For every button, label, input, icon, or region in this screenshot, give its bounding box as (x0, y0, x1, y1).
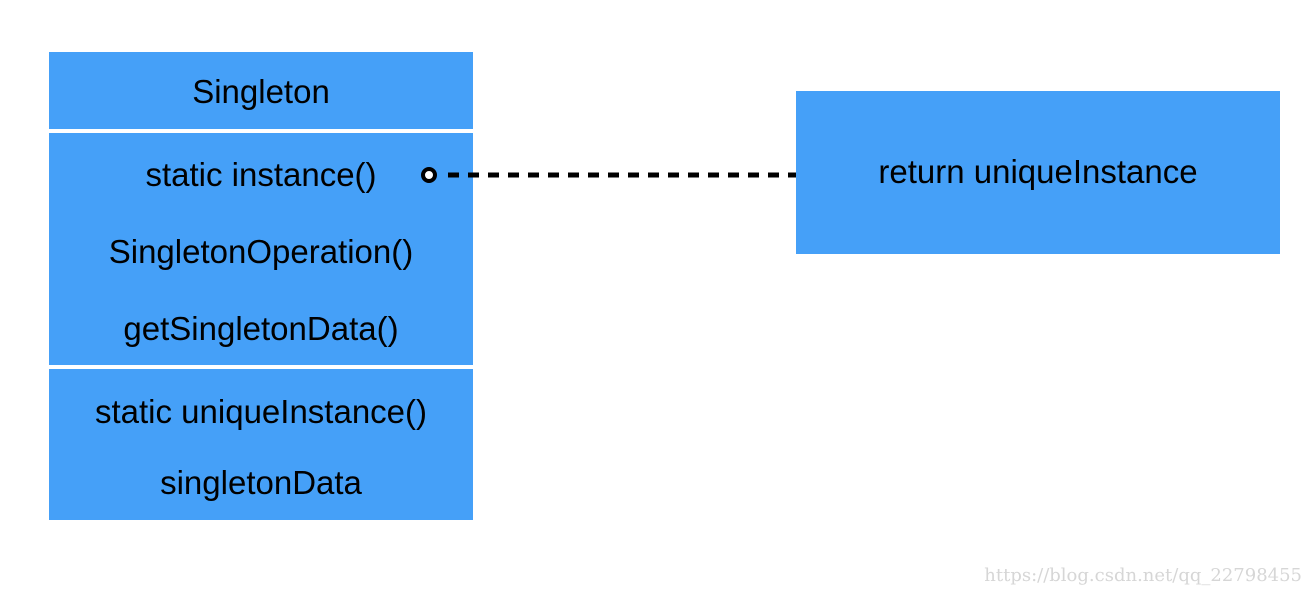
operation-get-singleton-data: getSingletonData() (123, 310, 399, 347)
operation-instance: static instance() (145, 156, 377, 193)
watermark-text: https://blog.csdn.net/qq_22798455 (984, 565, 1302, 586)
attribute-unique-instance: static uniqueInstance() (94, 393, 427, 430)
class-name-compartment: Singleton (49, 52, 473, 129)
operations-compartment: static instance() SingletonOperation() g… (49, 133, 473, 365)
note-text: return uniqueInstance (878, 153, 1198, 190)
attributes-compartment: static uniqueInstance() singletonData (49, 369, 473, 520)
class-name: Singleton (192, 73, 330, 110)
attribute-singleton-data: singletonData (160, 464, 362, 501)
connector-anchor-circle (421, 167, 437, 183)
operation-singleton-operation: SingletonOperation() (108, 233, 414, 270)
note-box: return uniqueInstance (796, 91, 1280, 254)
